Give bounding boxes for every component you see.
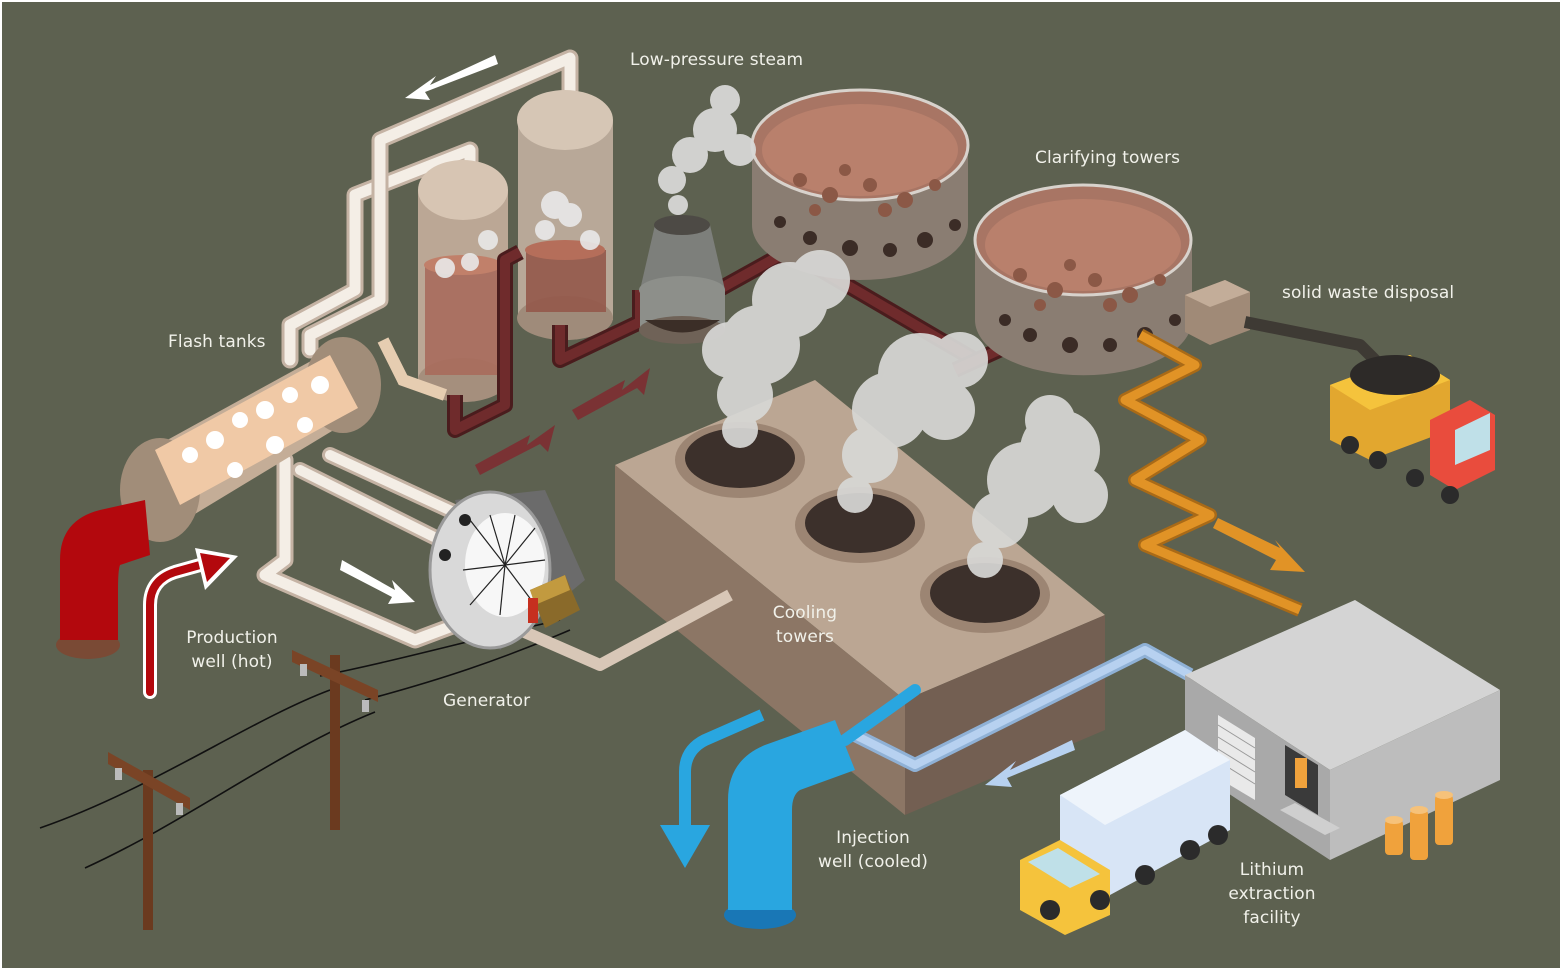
clarifying-tower-1	[750, 88, 970, 280]
label-lithium-line3: facility	[1243, 908, 1301, 928]
label-injection-well-line1: Injection	[836, 828, 910, 848]
cooled-flow-arrow	[985, 740, 1075, 787]
production-well-pipe	[56, 500, 150, 659]
label-lithium-facility: Lithium extraction facility	[1222, 858, 1322, 930]
label-injection-well-line2: well (cooled)	[818, 852, 928, 872]
injection-well-pipe	[724, 720, 855, 929]
separator-vessel	[639, 215, 725, 344]
lithium-facility-building	[1185, 600, 1500, 860]
flow-arrows-steam	[340, 55, 498, 604]
cooling-steam	[702, 250, 1108, 578]
flash-tank-upright-2	[517, 90, 613, 340]
cooled-water-pipe	[839, 643, 1194, 772]
steam-pipes	[256, 49, 579, 649]
label-solid-waste-disposal: solid waste disposal	[1282, 283, 1455, 303]
label-cooling-towers-line1: Cooling	[772, 603, 838, 623]
box-truck	[1020, 730, 1230, 935]
flow-arrows-brine	[475, 368, 650, 475]
label-clarifying-towers: Clarifying towers	[1035, 148, 1181, 168]
lithium-line	[1118, 328, 1303, 617]
label-production-well-line1: Production	[186, 628, 278, 648]
generator-unit	[428, 490, 585, 650]
label-lithium-line2: extraction	[1228, 884, 1316, 904]
label-generator: Generator	[443, 691, 531, 711]
injection-well-arrow	[679, 709, 765, 830]
label-injection-well: Injection well (cooled)	[808, 826, 938, 874]
label-production-well-line2: well (hot)	[191, 652, 273, 672]
lithium-barrels	[1385, 791, 1453, 860]
power-lines	[39, 619, 571, 930]
label-production-well: Production well (hot)	[172, 626, 292, 674]
label-low-pressure-steam: Low-pressure steam	[630, 50, 804, 70]
label-cooling-towers-line2: towers	[776, 627, 834, 647]
return-pipe	[517, 589, 733, 671]
low-pressure-steam-plume	[658, 85, 756, 215]
lithium-arrow	[1213, 518, 1305, 572]
flash-tank-upright-1	[418, 160, 508, 402]
label-flash-tanks: Flash tanks	[168, 332, 266, 352]
label-cooling-towers: Cooling towers	[755, 601, 855, 649]
dump-truck	[1330, 355, 1495, 504]
label-lithium-line1: Lithium	[1239, 860, 1305, 880]
